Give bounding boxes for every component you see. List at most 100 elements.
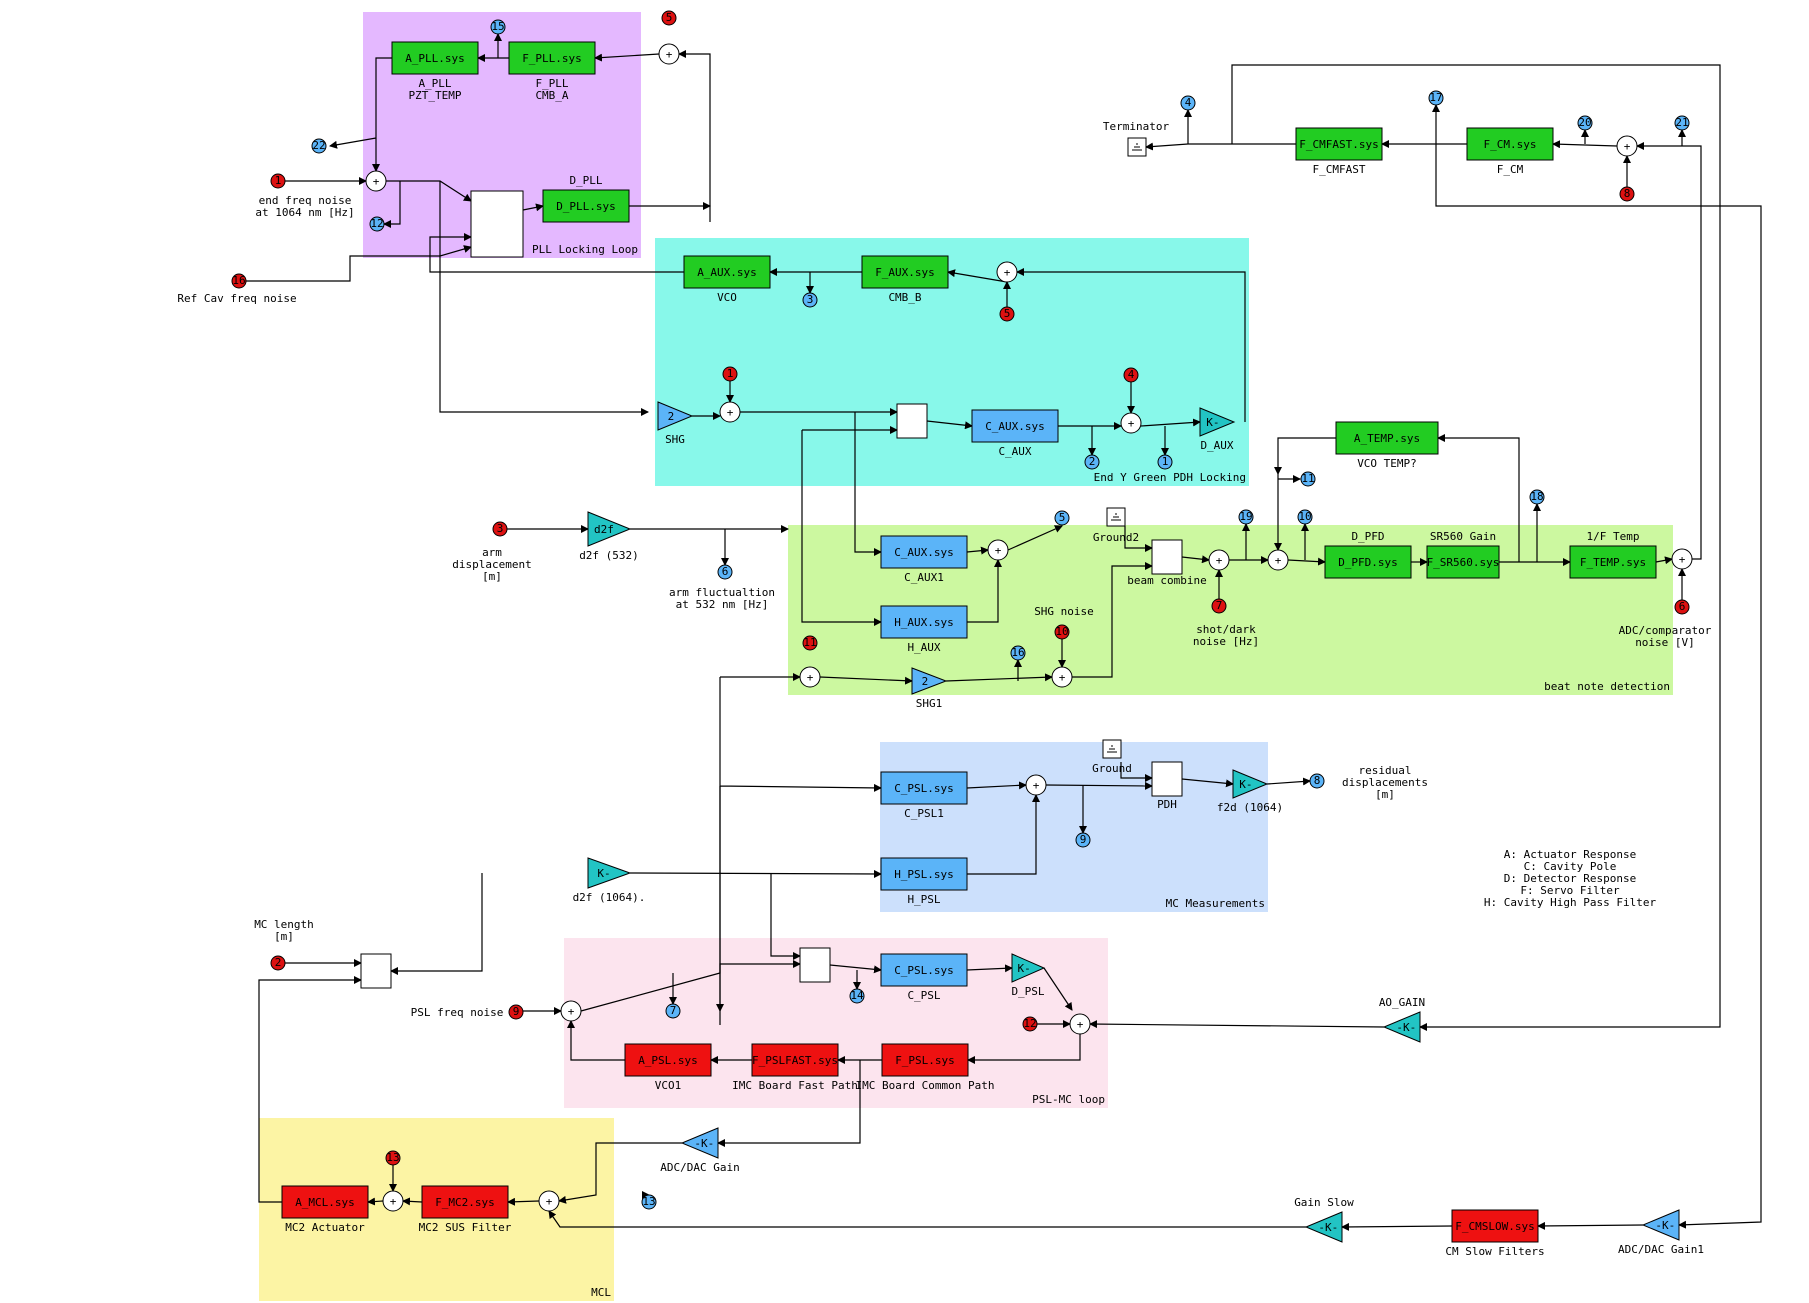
output-port-o13[interactable]: 13 xyxy=(641,1194,657,1210)
sum-junction[interactable]: + xyxy=(987,539,1009,561)
input-port-in_endfreq[interactable]: 1 xyxy=(270,173,286,189)
input-port-in_psl_sum[interactable]: 12 xyxy=(1022,1016,1038,1032)
input-port-in_arm[interactable]: 3 xyxy=(492,521,508,537)
input-port-in_mcl[interactable]: 13 xyxy=(385,1150,401,1166)
sum-junction[interactable]: + xyxy=(1120,412,1142,434)
output-port-o2[interactable]: 2 xyxy=(1084,454,1100,470)
input-port-in_cm_sum[interactable]: 8 xyxy=(1619,186,1635,202)
output-port-o11[interactable]: 11 xyxy=(1300,471,1316,487)
sum-junction[interactable]: + xyxy=(1069,1013,1091,1035)
subtract-block[interactable] xyxy=(896,403,928,439)
output-port-o19[interactable]: 19 xyxy=(1238,509,1254,525)
input-port-in_beat_sum[interactable]: 11 xyxy=(802,635,818,651)
sum-junction[interactable]: + xyxy=(1025,774,1047,796)
output-port-o20[interactable]: 20 xyxy=(1577,115,1593,131)
output-port-o21[interactable]: 21 xyxy=(1674,115,1690,131)
port-number: 5 xyxy=(1059,511,1066,524)
sum-junction[interactable]: + xyxy=(996,261,1018,283)
gain-d_aux[interactable]: K-D_AUX xyxy=(1199,407,1236,452)
input-port-in_shg_sum[interactable]: 1 xyxy=(722,366,738,382)
sum-junction[interactable]: + xyxy=(1208,549,1230,571)
input-port-in_aux_f[interactable]: 5 xyxy=(999,306,1015,322)
input-port-in_mc[interactable]: 2 xyxy=(270,955,286,971)
gain-adc_dac[interactable]: -K-ADC/DAC Gain xyxy=(660,1127,740,1174)
input-port-in5_top[interactable]: 5 xyxy=(661,10,677,26)
output-port-o8[interactable]: 8 xyxy=(1309,773,1325,789)
sum-junction[interactable]: + xyxy=(719,401,741,423)
sum-junction[interactable]: + xyxy=(365,170,387,192)
input-port-in_shot[interactable]: 7 xyxy=(1211,598,1227,614)
port-number: 2 xyxy=(275,956,282,969)
input-port-in_refcav[interactable]: 16 xyxy=(231,273,247,289)
block-text: F_AUX.sys xyxy=(875,266,935,279)
output-port-o3[interactable]: 3 xyxy=(802,292,818,308)
sum-junction[interactable]: + xyxy=(560,1000,582,1022)
sum-junction[interactable]: + xyxy=(1616,135,1638,157)
subtract-block[interactable] xyxy=(1151,761,1183,797)
subtract-block[interactable] xyxy=(1151,539,1183,575)
output-port-o14[interactable]: 14 xyxy=(849,988,865,1004)
input-port-in_shgnoise[interactable]: 10 xyxy=(1054,624,1070,640)
sum-junction[interactable]: + xyxy=(1051,666,1073,688)
sum-junction[interactable]: + xyxy=(1671,548,1693,570)
sum-junction[interactable]: + xyxy=(658,43,680,65)
subtract-block[interactable] xyxy=(360,953,392,989)
output-port-o18[interactable]: 18 xyxy=(1529,489,1545,505)
output-port-o6[interactable]: 6 xyxy=(717,564,733,580)
gain-d2f1064[interactable]: K-d2f (1064). xyxy=(573,857,646,904)
gain-f2d[interactable]: K-f2d (1064) xyxy=(1217,769,1283,814)
region-label-mcm: MC Measurements xyxy=(1166,897,1265,910)
output-port-o12[interactable]: 12 xyxy=(369,216,385,232)
sum-junction[interactable]: + xyxy=(538,1190,560,1212)
output-port-o22[interactable]: 22 xyxy=(311,138,327,154)
output-port-o17[interactable]: 17 xyxy=(1428,90,1444,106)
output-port-o10[interactable]: 10 xyxy=(1297,509,1313,525)
output-port-o7[interactable]: 7 xyxy=(665,1003,681,1019)
output-port-o4[interactable]: 4 xyxy=(1180,95,1196,111)
input-port-in_caux_sum[interactable]: 4 xyxy=(1123,367,1139,383)
gain-ao_gain[interactable]: -K-AO_GAIN xyxy=(1379,996,1425,1043)
gain-d_psl[interactable]: K-D_PSL xyxy=(1011,953,1046,998)
gain-gain_slow[interactable]: -K-Gain Slow xyxy=(1294,1196,1354,1243)
port-number: 16 xyxy=(1011,646,1024,659)
input-port-in_psl[interactable]: 9 xyxy=(508,1004,524,1020)
sum-junction[interactable]: + xyxy=(1267,549,1289,571)
output-port-o15[interactable]: 15 xyxy=(490,19,506,35)
gain-adc_dac1[interactable]: -K-ADC/DAC Gain1 xyxy=(1618,1209,1704,1256)
input-port-in_adc[interactable]: 6 xyxy=(1674,599,1690,615)
subtract-block[interactable] xyxy=(799,947,831,983)
output-port-o1[interactable]: 1 xyxy=(1157,454,1173,470)
output-port-o9[interactable]: 9 xyxy=(1075,832,1091,848)
subtract-block[interactable] xyxy=(470,190,524,258)
output-port-o16[interactable]: 16 xyxy=(1010,645,1026,661)
sum-junction[interactable]: + xyxy=(382,1190,404,1212)
output-port-o5[interactable]: 5 xyxy=(1054,510,1070,526)
sum-junction[interactable]: + xyxy=(799,666,821,688)
